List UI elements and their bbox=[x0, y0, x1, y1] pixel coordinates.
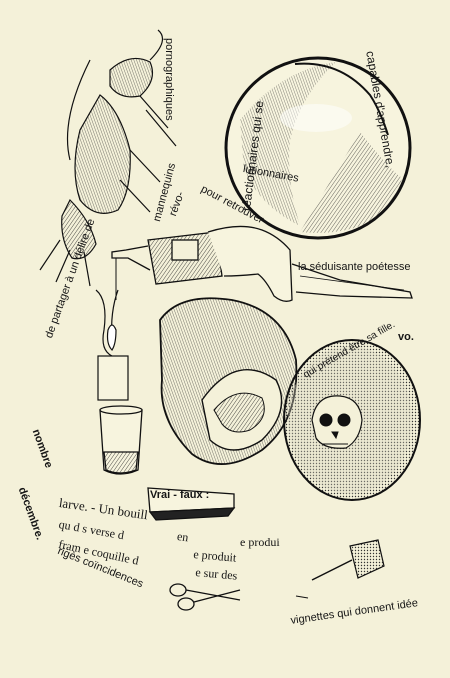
text-produit-line: e produit bbox=[192, 547, 237, 565]
insect-illustration bbox=[39, 29, 177, 287]
text-vo: vo. bbox=[398, 331, 414, 343]
sphere-illustration bbox=[224, 56, 412, 240]
text-larve-line1b: en bbox=[176, 529, 190, 545]
plaque-illustration bbox=[147, 487, 236, 521]
egg-skull-illustration bbox=[283, 339, 421, 501]
hand-bottle-illustration bbox=[111, 225, 413, 302]
text-produi-right: e produi bbox=[240, 535, 280, 549]
scissors-illustration bbox=[169, 583, 241, 611]
ornament-illustration bbox=[311, 539, 385, 581]
candle-illustration bbox=[95, 289, 129, 401]
snail-shell-illustration bbox=[159, 297, 298, 465]
text-seduisante: la séduisante poétesse bbox=[298, 261, 411, 273]
text-vrai-faux: Vrai - faux : bbox=[150, 489, 210, 501]
text-pornographiques: pornographiques bbox=[163, 38, 175, 121]
glass-illustration bbox=[99, 405, 143, 475]
stick-illustration bbox=[295, 595, 309, 599]
text-sur-des: e sur des bbox=[194, 565, 238, 583]
